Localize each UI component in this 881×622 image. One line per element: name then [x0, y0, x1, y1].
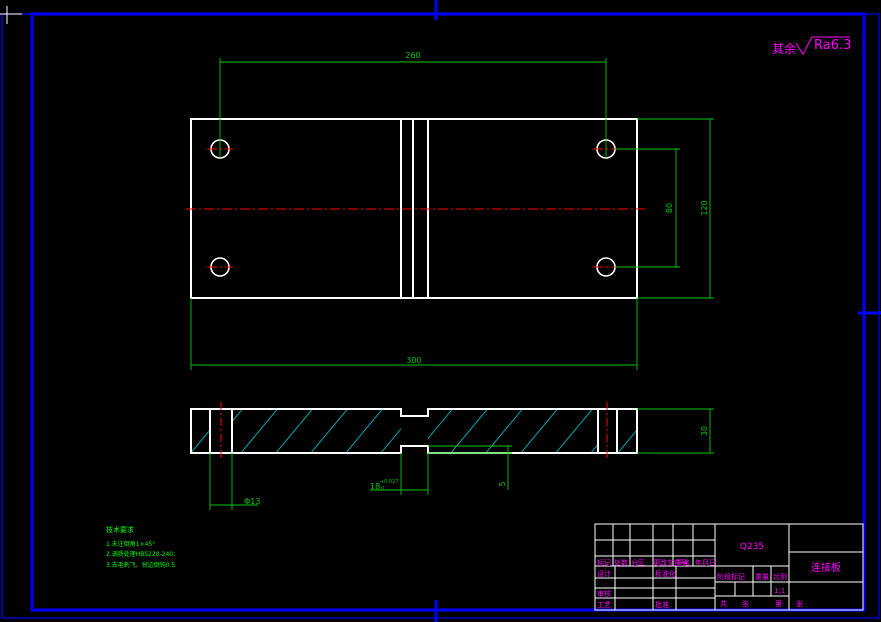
tech-note-2: 2.调质处理HBS220-240; [106, 550, 175, 558]
scale-value: 1:1 [774, 587, 785, 595]
section-dimensions [209, 408, 714, 510]
technical-requirements: 技术要求 1.未注倒角1×45° 2.调质处理HBS220-240; 3.去毛刺… [106, 525, 175, 569]
dim-hole-diameter: Φ13 [244, 497, 260, 506]
roughness-note: 其余 Ra6.3 [772, 36, 851, 56]
sheets-total: 共 [720, 599, 727, 608]
dim-slot-tolerance-lower: 0 [381, 486, 384, 492]
weight-label: 重量 [755, 573, 769, 581]
sheets-label: 张 [742, 599, 749, 608]
sheet-num: 第 [775, 599, 782, 608]
stage-label: 阶段标记 [717, 572, 745, 581]
dim-overall-length: 300 [406, 356, 421, 365]
top-view-dimensions [190, 58, 714, 370]
dim-overall-width: 120 [700, 200, 709, 215]
header-change: 更改文件号 [653, 558, 688, 567]
header-date: 年月日 [695, 558, 716, 567]
header-sign: 签名 [676, 558, 690, 567]
header-zone: 分区 [631, 558, 645, 567]
sheet-label2: 张 [796, 599, 803, 608]
row-check: 审核 [597, 589, 611, 598]
tech-note-3: 3.去毛刺飞、锐边倒钝0.5 [106, 561, 175, 569]
roughness-prefix: 其余 [772, 41, 796, 56]
dim-hole-spacing: 260 [405, 51, 420, 60]
roughness-value: Ra6.3 [814, 38, 851, 53]
dim-slot-depth: 5 [498, 481, 507, 486]
section-view: 30 Φ13 18 +0.027 0 5 [190, 402, 714, 510]
title-block: Q235 连接板 标记 处数 分区 更改文件号 签名 年月日 设计 标准化 审核… [594, 523, 864, 611]
row-approve: 批准 [655, 600, 669, 609]
dim-hole-pitch: 80 [665, 203, 674, 213]
dim-thickness: 30 [700, 426, 709, 436]
dim-slot-width: 18 [370, 482, 380, 491]
row-design: 设计 [597, 569, 611, 578]
header-mark: 标记 [597, 558, 611, 567]
scale-label: 比例 [773, 572, 787, 581]
top-view: 260 300 120 80 [186, 51, 714, 370]
part-name: 连接板 [811, 561, 841, 574]
section-centerlines [220, 402, 608, 460]
header-count: 处数 [614, 558, 628, 567]
tech-notes-title: 技术要求 [106, 525, 134, 534]
material-label: Q235 [740, 542, 764, 552]
row-standard: 标准化 [655, 569, 676, 578]
row-process: 工艺 [597, 601, 611, 609]
dim-slot-tolerance: +0.027 [380, 479, 399, 485]
tech-note-1: 1.未注倒角1×45° [106, 540, 155, 548]
